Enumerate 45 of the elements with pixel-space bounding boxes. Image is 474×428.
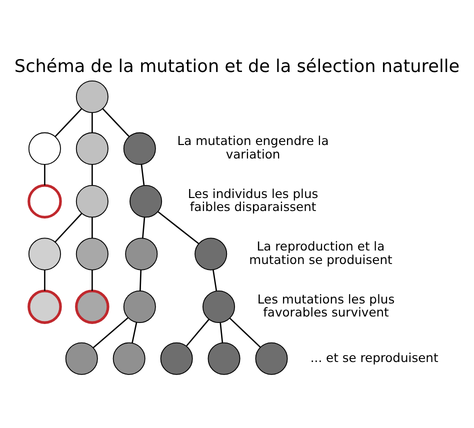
- node-circle: [194, 237, 228, 270]
- node-circle: [76, 184, 108, 218]
- label: La reproduction et la mutation se produisent: [249, 239, 392, 266]
- node-circle: [130, 184, 162, 218]
- node-circle: [160, 342, 193, 374]
- node-circle: [65, 342, 98, 374]
- connector: [212, 269, 218, 290]
- connector: [142, 216, 146, 238]
- node-circle: [255, 342, 288, 374]
- connector: [229, 317, 261, 348]
- node-circle: [123, 132, 156, 164]
- node-circle: [76, 80, 108, 112]
- connector: [92, 316, 128, 348]
- node-circle: [208, 342, 240, 374]
- node-circle: [76, 132, 108, 164]
- node-circle: [123, 290, 156, 323]
- connector: [220, 322, 224, 342]
- connector: [54, 108, 82, 137]
- connector: [54, 212, 82, 242]
- connector: [44, 164, 46, 185]
- node-circle: [202, 290, 236, 323]
- node-circle: [28, 184, 62, 218]
- node-circle: [75, 289, 110, 324]
- connector: [140, 269, 142, 290]
- connector: [44, 269, 46, 290]
- node-circle: [28, 132, 61, 164]
- connector: [92, 216, 93, 238]
- diagram-title: Schéma de la mutation et de la sélection naturelle: [14, 56, 460, 77]
- connector: [92, 112, 93, 132]
- node-circle: [76, 237, 108, 270]
- connector: [132, 322, 138, 343]
- connector: [186, 318, 210, 346]
- node-circle: [28, 237, 61, 270]
- connector: [92, 269, 93, 290]
- connector: [102, 108, 130, 137]
- connector: [158, 210, 200, 244]
- label: Les individus les plus faibles disparaissent: [188, 186, 318, 214]
- node-circle: [112, 342, 146, 374]
- node-circle: [125, 237, 158, 270]
- connector: [92, 164, 93, 185]
- node-circle: [28, 289, 62, 324]
- label: ... et se reproduisent: [310, 350, 438, 364]
- label: La mutation engendre la variation: [177, 134, 329, 161]
- label: Les mutations les plus favorables survivent: [257, 292, 395, 320]
- connector: [140, 164, 145, 185]
